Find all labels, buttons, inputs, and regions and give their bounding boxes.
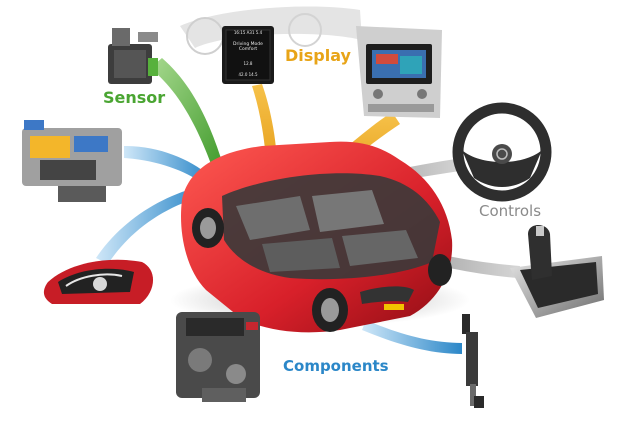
controls-label: Controls bbox=[479, 202, 542, 220]
cluster-mode-text: Driving Mode Comfort bbox=[233, 42, 263, 52]
transmission-cutaway-icon bbox=[22, 120, 122, 202]
cluster-odometer: 12.8 bbox=[243, 61, 253, 66]
sensor-ribbon bbox=[150, 58, 224, 172]
infotainment-unit-icon bbox=[356, 26, 442, 118]
components-ribbon-transmission bbox=[124, 146, 210, 184]
engine-icon bbox=[176, 312, 260, 402]
cluster-screen: 16:15 A31 5.4 Driving Mode Comfort 12.8 … bbox=[225, 30, 271, 80]
components-ribbon-shock bbox=[362, 320, 462, 354]
headlight-icon bbox=[43, 259, 154, 304]
components-label: Components bbox=[283, 357, 389, 375]
instrument-cluster-icon bbox=[222, 26, 274, 84]
steering-wheel-icon bbox=[452, 102, 552, 202]
gear-shifter-icon bbox=[510, 225, 604, 318]
sensor-module-icon bbox=[108, 28, 158, 84]
shock-absorber-icon bbox=[462, 314, 484, 408]
components-ribbon-headlight bbox=[96, 186, 204, 264]
sensor-label: Sensor bbox=[103, 88, 166, 107]
display-label: Display bbox=[285, 46, 351, 65]
cluster-bottom-row: 42.0 14.5 bbox=[238, 72, 258, 77]
cluster-top-row: 16:15 A31 5.4 bbox=[233, 30, 263, 35]
